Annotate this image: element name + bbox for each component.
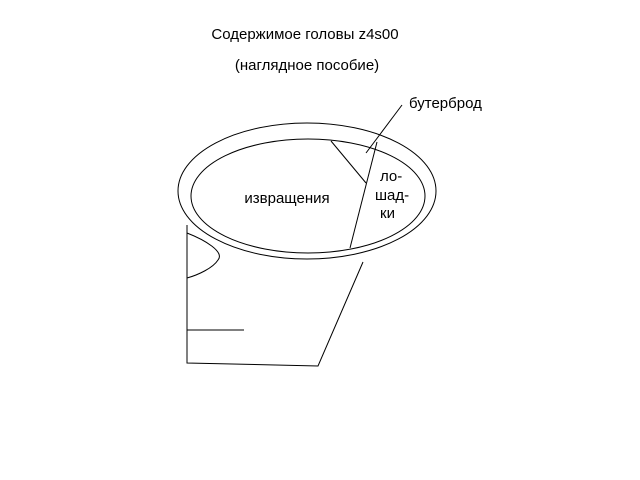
skull-rim-inner xyxy=(190,138,426,254)
horses-label-line3: ки xyxy=(380,205,395,222)
sandwich-label: бутерброд xyxy=(409,95,482,112)
sandwich-pointer-line xyxy=(365,104,403,154)
nose-outline xyxy=(186,232,220,279)
diagram-title: Содержимое головы z4s00 xyxy=(211,26,398,43)
divider-line xyxy=(349,141,378,249)
horses-label-line1: ло- xyxy=(380,168,402,185)
sandwich-wedge-line xyxy=(330,140,367,184)
diagram-subtitle: (наглядное пособие) xyxy=(235,57,379,74)
horses-label-line2: шад- xyxy=(375,187,409,204)
skull-rim-outer xyxy=(177,122,437,260)
head-outline xyxy=(186,225,364,367)
perversions-label: извращения xyxy=(244,190,329,207)
